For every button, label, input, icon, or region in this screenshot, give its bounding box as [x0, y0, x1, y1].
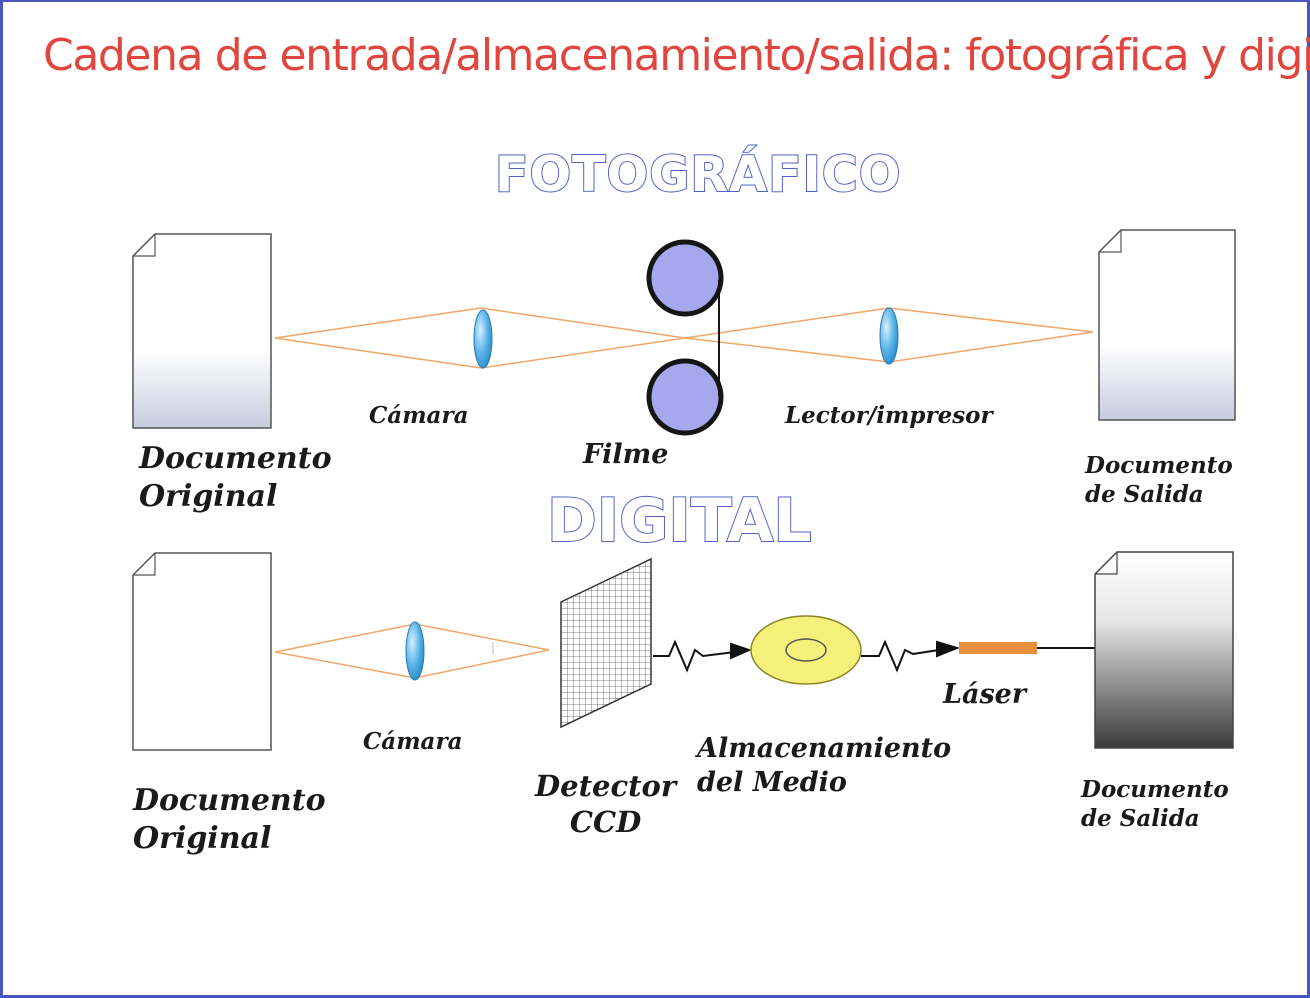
- signal-arrow-icon: [861, 639, 961, 673]
- label-camera: Cámara: [369, 402, 469, 429]
- photographic-light-rays: [274, 307, 1094, 369]
- lens-icon: [473, 309, 493, 369]
- storage-disc-icon: [750, 615, 862, 685]
- page-title: Cadena de entrada/almacenamiento/salida:…: [43, 30, 1310, 81]
- label-laser: Láser: [943, 679, 1027, 710]
- label-reader-printer: Lector/impresor: [785, 402, 993, 429]
- lens-icon: [879, 307, 899, 365]
- film-reel-icon: [646, 239, 724, 436]
- document-icon: [132, 233, 272, 429]
- ccd-grid-icon: [560, 557, 652, 729]
- digital-chain: [132, 551, 1234, 751]
- label-film: Filme: [583, 439, 669, 470]
- label-camera: Cámara: [363, 728, 463, 755]
- document-icon: [1094, 551, 1234, 749]
- digital-light-rays: [274, 623, 550, 679]
- photographic-chain: [132, 229, 1236, 436]
- document-icon: [1098, 229, 1236, 421]
- diagram-canvas: [132, 229, 1236, 751]
- lens-icon: [405, 621, 425, 681]
- document-icon: [132, 552, 272, 751]
- laser-icon: [959, 642, 1037, 654]
- signal-arrow-icon: [653, 639, 752, 673]
- section-heading-digital: DIGITAL: [546, 485, 813, 557]
- section-heading-photographic: FOTOGRÁFICO: [494, 145, 902, 204]
